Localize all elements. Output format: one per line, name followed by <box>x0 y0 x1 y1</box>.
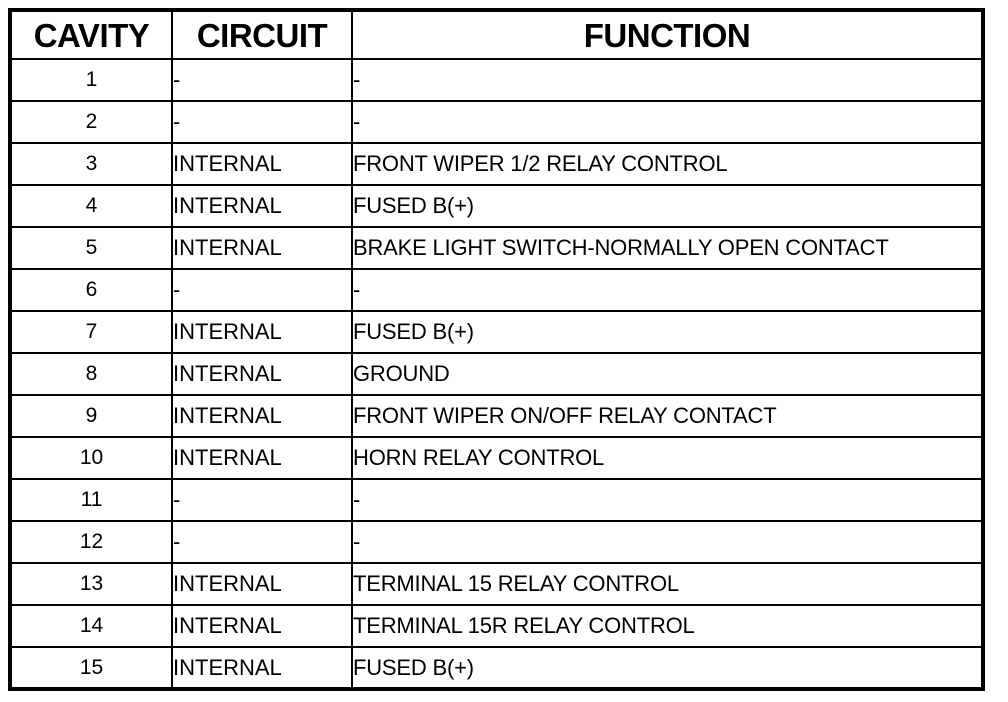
cell-function: - <box>351 478 984 522</box>
cell-cavity: 12 <box>9 520 173 564</box>
cell-function: BRAKE LIGHT SWITCH-NORMALLY OPEN CONTACT <box>351 226 984 270</box>
table-row: 2-- <box>9 100 984 144</box>
table-row: 12-- <box>9 520 984 564</box>
cell-circuit: INTERNAL <box>171 436 353 480</box>
header-row: CAVITY CIRCUIT FUNCTION <box>9 9 984 60</box>
cell-circuit: INTERNAL <box>171 562 353 606</box>
cell-function: HORN RELAY CONTROL <box>351 436 984 480</box>
cell-function: TERMINAL 15 RELAY CONTROL <box>351 562 984 606</box>
cell-cavity: 11 <box>9 478 173 522</box>
cell-circuit: - <box>171 268 353 312</box>
cell-cavity: 13 <box>9 562 173 606</box>
cell-cavity: 2 <box>9 100 173 144</box>
cell-function: FUSED B(+) <box>351 184 984 228</box>
cell-function: TERMINAL 15R RELAY CONTROL <box>351 604 984 648</box>
cell-cavity: 10 <box>9 436 173 480</box>
cell-function: FUSED B(+) <box>351 646 984 690</box>
cell-circuit: INTERNAL <box>171 352 353 396</box>
cell-function: - <box>351 520 984 564</box>
cell-function: - <box>351 268 984 312</box>
cell-circuit: - <box>171 520 353 564</box>
cell-circuit: - <box>171 100 353 144</box>
cell-circuit: INTERNAL <box>171 646 353 690</box>
cell-function: GROUND <box>351 352 984 396</box>
column-header-cavity: CAVITY <box>9 9 173 60</box>
cell-circuit: INTERNAL <box>171 310 353 354</box>
table-row: 11-- <box>9 478 984 522</box>
table-row: 6-- <box>9 268 984 312</box>
table-row: 1-- <box>9 58 984 102</box>
cell-function: FRONT WIPER 1/2 RELAY CONTROL <box>351 142 984 186</box>
cell-circuit: - <box>171 478 353 522</box>
cell-function: - <box>351 100 984 144</box>
column-header-function: FUNCTION <box>351 9 984 60</box>
cell-cavity: 14 <box>9 604 173 648</box>
cell-cavity: 5 <box>9 226 173 270</box>
cell-circuit: - <box>171 58 353 102</box>
cell-circuit: INTERNAL <box>171 394 353 438</box>
cell-function: FRONT WIPER ON/OFF RELAY CONTACT <box>351 394 984 438</box>
cell-function: FUSED B(+) <box>351 310 984 354</box>
table-header: CAVITY CIRCUIT FUNCTION <box>9 9 984 60</box>
cell-cavity: 3 <box>9 142 173 186</box>
cell-circuit: INTERNAL <box>171 604 353 648</box>
cell-function: - <box>351 58 984 102</box>
cell-cavity: 6 <box>9 268 173 312</box>
cell-cavity: 9 <box>9 394 173 438</box>
cell-circuit: INTERNAL <box>171 226 353 270</box>
cell-cavity: 15 <box>9 646 173 690</box>
cell-circuit: INTERNAL <box>171 184 353 228</box>
cell-cavity: 7 <box>9 310 173 354</box>
cell-cavity: 4 <box>9 184 173 228</box>
cell-cavity: 1 <box>9 58 173 102</box>
cell-cavity: 8 <box>9 352 173 396</box>
column-header-circuit: CIRCUIT <box>171 9 353 60</box>
cell-circuit: INTERNAL <box>171 142 353 186</box>
